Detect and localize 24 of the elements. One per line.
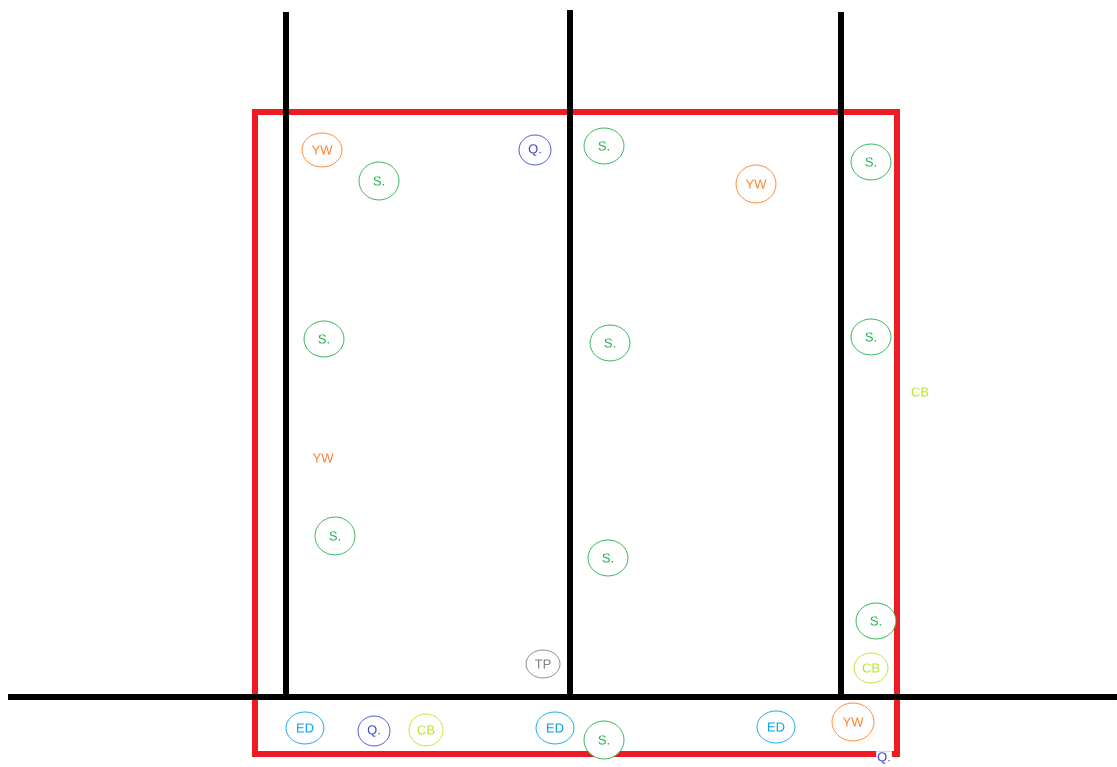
circled-label: S. — [850, 143, 892, 181]
circled-label: CB — [408, 713, 444, 747]
circled-label: S. — [583, 720, 625, 760]
circled-label: S. — [358, 161, 400, 201]
circled-label: YW — [301, 132, 343, 168]
circled-label: CB — [853, 652, 889, 684]
circled-label: S. — [303, 320, 345, 358]
text-label: Q. — [876, 751, 892, 765]
circled-label: Q. — [357, 715, 391, 747]
circled-label: S. — [314, 516, 356, 556]
circled-label: ED — [535, 711, 575, 745]
circled-label: S. — [855, 602, 897, 640]
text-label: CB — [910, 386, 931, 398]
circled-label: TP — [525, 649, 561, 679]
circled-label: YW — [831, 702, 875, 742]
circled-label: S. — [850, 318, 892, 356]
circled-label: YW — [735, 164, 777, 204]
circled-label: S. — [583, 127, 625, 165]
text-label: YW — [311, 452, 335, 464]
circled-label: S. — [589, 324, 631, 362]
circled-label: ED — [285, 711, 325, 745]
circled-label: S. — [587, 539, 629, 577]
circled-label: ED — [756, 710, 796, 744]
circled-label: Q. — [518, 134, 552, 166]
